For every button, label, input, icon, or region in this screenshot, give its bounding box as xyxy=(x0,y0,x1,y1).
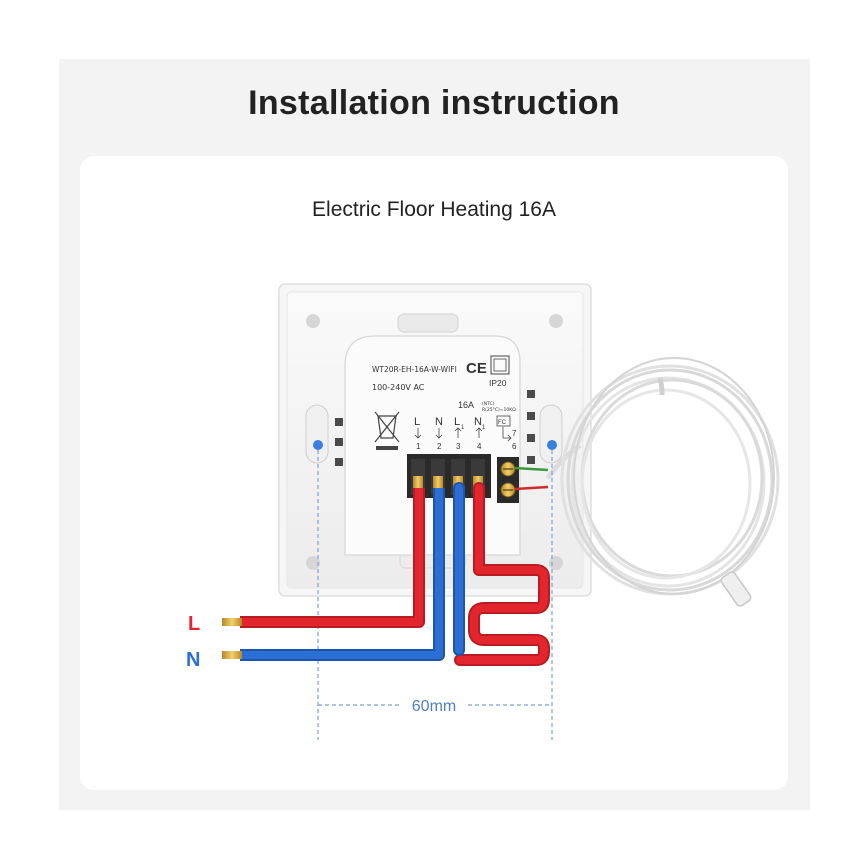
live-wire xyxy=(222,488,425,628)
terminal-label-n1: N xyxy=(474,416,482,428)
terminal-label-n: N xyxy=(435,416,443,428)
terminal-sub-l1: 1 xyxy=(461,425,465,431)
terminal-num-3: 3 xyxy=(456,442,461,451)
dimension-guides xyxy=(317,450,553,740)
terminal-sub-n1: 1 xyxy=(482,425,486,431)
terminal-num-1: 1 xyxy=(416,442,421,451)
terminal-labels: L N L 1 N 1 1 2 3 4 xyxy=(414,416,486,451)
sensor-terminal-6: 6 xyxy=(512,442,517,451)
ip-rating: IP20 xyxy=(489,378,507,388)
ce-mark: CE xyxy=(466,360,487,377)
top-clip xyxy=(397,313,459,333)
dimension-label: 60mm xyxy=(412,698,456,715)
floor-sensor-cable xyxy=(514,357,780,607)
weee-disposal-icon xyxy=(374,411,400,450)
page-title: Installation instruction xyxy=(248,84,620,122)
terminal-num-2: 2 xyxy=(437,442,442,451)
screw-hole xyxy=(549,556,563,570)
sensor-tag: FC xyxy=(498,420,507,426)
mount-point-left xyxy=(313,440,323,450)
screw-hole xyxy=(549,314,563,328)
terminal-label-l1: L xyxy=(454,416,460,428)
sensor-spec-2: R(25°C)=10KΩ xyxy=(482,407,516,413)
voltage-label: 100-240V AC xyxy=(372,383,425,392)
heating-cable xyxy=(453,482,550,666)
sensor-terminal-block xyxy=(497,457,519,503)
live-label: L xyxy=(188,613,200,635)
screw-hole xyxy=(306,314,320,328)
mount-slot-right xyxy=(539,404,563,464)
sensor-terminal-7: 7 xyxy=(512,429,517,438)
neutral-label: N xyxy=(186,649,200,671)
terminal-num-4: 4 xyxy=(477,442,482,451)
ip-box xyxy=(490,355,510,375)
mount-point-right xyxy=(547,440,557,450)
diagram-subtitle: Electric Floor Heating 16A xyxy=(312,198,556,221)
mount-slot-left xyxy=(305,404,329,464)
terminal-label-l: L xyxy=(414,416,420,428)
current-label: 16A xyxy=(458,400,474,410)
model-label: WT20R-EH-16A-W-WIFI xyxy=(372,365,457,374)
sensor-spec-1: (NTC) xyxy=(482,401,495,407)
sensor-probe xyxy=(720,571,752,607)
screw-hole xyxy=(306,556,320,570)
neutral-wire xyxy=(222,488,445,661)
